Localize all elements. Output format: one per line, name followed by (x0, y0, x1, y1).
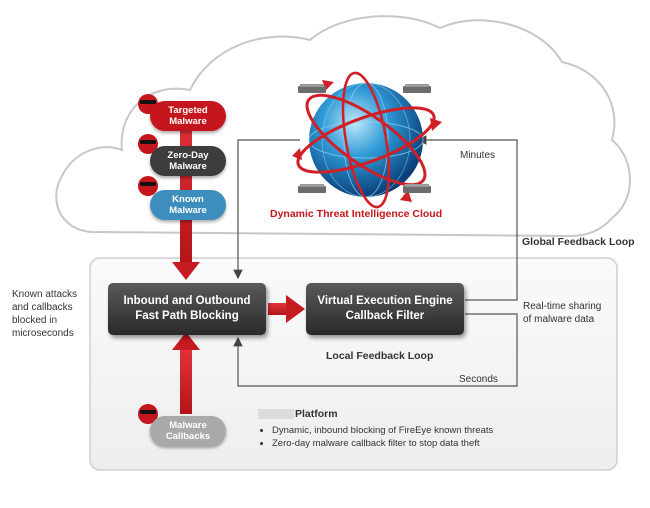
platform-bullet: Zero-day malware callback filter to stop… (272, 437, 493, 450)
global-feedback-loop-label: Global Feedback Loop (522, 236, 635, 248)
callback-arrow-shaft (180, 348, 192, 414)
local-feedback-line (233, 313, 518, 387)
known-attacks-note: Known attacks and callbacks blocked in m… (12, 289, 78, 339)
callback-arrow-head (172, 332, 200, 350)
hacker-icon-known (138, 176, 158, 196)
threat-arrow-head-top (172, 262, 200, 280)
malware-callbacks-pill: Malware Callbacks (150, 416, 226, 446)
platform-title: Platform (295, 408, 338, 420)
engine-arrow-shaft (268, 303, 288, 315)
cloud-title: Dynamic Threat Intelligence Cloud (270, 208, 443, 220)
minutes-label: Minutes (460, 150, 496, 161)
hacker-icon-zero-day (138, 134, 158, 154)
cloud-down-line (233, 139, 300, 280)
known-malware-pill: Known Malware (150, 190, 226, 220)
targeted-malware-pill: Targeted Malware (150, 101, 226, 131)
engine-arrow-head (286, 295, 305, 323)
realtime-sharing-label: Real-time sharing of malware data (523, 301, 602, 325)
hacker-icon-callbacks (138, 404, 158, 424)
fast-path-blocking-box: Inbound and Outbound Fast Path Blocking (108, 283, 266, 335)
local-feedback-loop-label: Local Feedback Loop (326, 350, 434, 362)
platform-bullet: Dynamic, inbound blocking of FireEye kno… (272, 424, 493, 437)
redacted-product-name (258, 409, 294, 419)
server-icon-top-left (298, 84, 326, 93)
server-icon-top-right (403, 84, 431, 93)
global-feedback-line (416, 135, 518, 301)
zero-day-malware-pill: Zero-Day Malware (150, 146, 226, 176)
threat-arrow-shaft-top (180, 110, 192, 264)
server-icon-bottom-left (298, 184, 326, 193)
virtual-execution-engine-box: Virtual Execution Engine Callback Filter (306, 283, 464, 335)
seconds-label: Seconds (459, 374, 498, 385)
threat-globe (292, 71, 442, 209)
server-icon-bottom-right (403, 184, 431, 193)
platform-bullets: Dynamic, inbound blocking of FireEye kno… (260, 424, 493, 450)
